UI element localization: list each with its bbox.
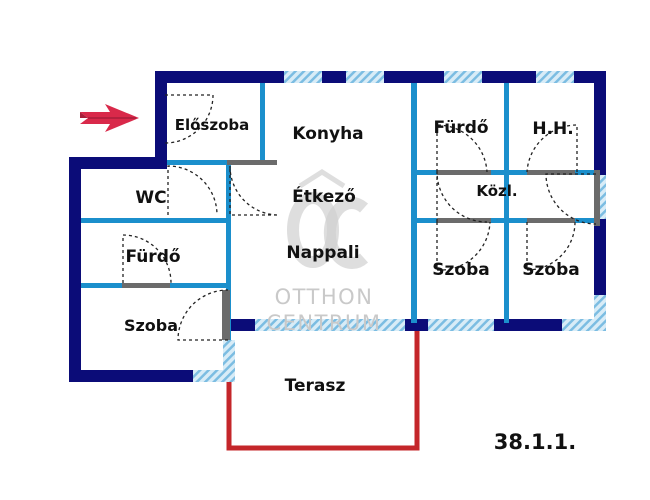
window [444, 71, 482, 83]
watermark-logo [287, 169, 369, 269]
room-label-furdo-top: Fürdő [433, 118, 488, 138]
window [428, 319, 494, 331]
room-label-hh: H.H. [532, 119, 573, 139]
door-leaves [122, 160, 600, 340]
door-swing [436, 221, 491, 271]
door-swing [229, 165, 278, 216]
window [284, 71, 322, 83]
door-swing [436, 124, 488, 173]
room-label-wc: WC [135, 188, 166, 208]
room-label-kozl: Közl. [476, 182, 517, 200]
watermark-text-line2: CENTRUM [266, 311, 381, 335]
window [223, 340, 235, 382]
window [255, 319, 405, 331]
room-label-eloszoba: Előszoba [175, 116, 250, 134]
room-label-szoba-mid: Szoba [432, 260, 489, 280]
room-label-terasz: Terasz [285, 376, 346, 396]
door-swing [526, 124, 578, 173]
plan-code: 38.1.1. [494, 430, 576, 454]
room-label-nappali: Nappali [286, 243, 359, 263]
terrace-outline [226, 330, 420, 451]
door-swing [177, 289, 229, 341]
windows [193, 71, 606, 382]
door-swing [167, 165, 218, 216]
room-label-etkezo: Étkező [292, 185, 356, 207]
door-swing [436, 171, 488, 223]
watermark-text-line1: OTTHON [275, 285, 374, 309]
window [536, 71, 574, 83]
door-swings [122, 94, 597, 341]
door-swing [545, 173, 597, 225]
room-label-furdo-left: Fürdő [125, 247, 180, 267]
window [193, 370, 229, 382]
window [562, 319, 598, 331]
entrance-arrow-icon [80, 104, 139, 132]
room-label-szoba-left: Szoba [124, 316, 178, 335]
room-label-konyha: Konyha [292, 124, 363, 144]
window [346, 71, 384, 83]
room-label-szoba-right: Szoba [522, 260, 579, 280]
